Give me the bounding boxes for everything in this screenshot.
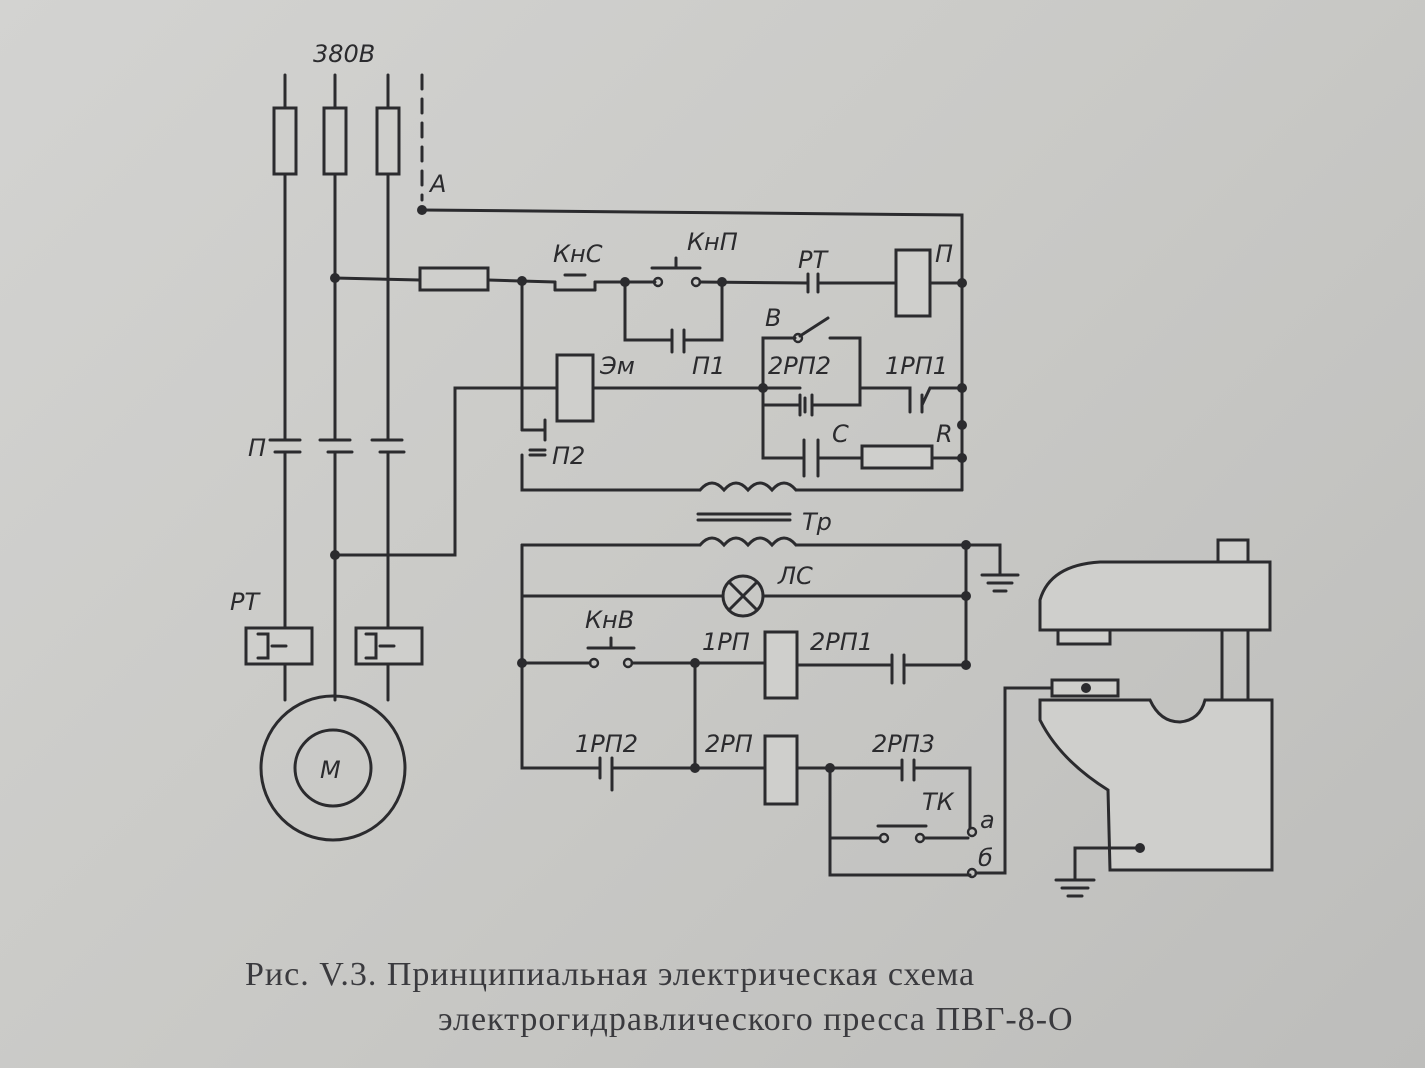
thermal-relays bbox=[244, 626, 424, 702]
label-c: С bbox=[832, 420, 849, 448]
label-rt-top: РТ bbox=[798, 246, 829, 274]
label-ls: ЛС bbox=[777, 562, 813, 590]
label-r: R bbox=[936, 420, 953, 448]
label-motor: М bbox=[320, 756, 341, 784]
label-point-a: А bbox=[428, 170, 446, 198]
motor bbox=[259, 694, 407, 842]
label-v-switch: В bbox=[765, 304, 781, 332]
label-kns: КнС bbox=[553, 240, 603, 268]
label-knp: КнП bbox=[687, 228, 738, 256]
resistor-r bbox=[860, 444, 934, 470]
label-p2: П2 bbox=[552, 442, 585, 470]
control-fuse bbox=[418, 266, 490, 292]
control-feed bbox=[330, 248, 967, 354]
secondary-circuit bbox=[517, 540, 1062, 879]
label-2rp3: 2РП3 bbox=[872, 730, 935, 758]
label-1rp2: 1РП2 bbox=[575, 730, 638, 758]
supply-lines bbox=[283, 73, 424, 442]
label-term-a: а bbox=[980, 806, 995, 834]
p2-and-primary bbox=[520, 418, 964, 548]
label-term-b: б bbox=[978, 844, 993, 872]
fuses bbox=[272, 106, 401, 176]
label-em: Эм bbox=[599, 352, 635, 380]
relay-1rp-coil bbox=[763, 630, 799, 700]
relay-2rp-coil bbox=[763, 734, 799, 806]
label-2rp: 2РП bbox=[705, 730, 753, 758]
label-1rp1: 1РП1 bbox=[885, 352, 948, 380]
label-1rp: 1РП bbox=[702, 628, 750, 656]
caption-line-2: электрогидравлического пресса ПВГ-8-О bbox=[438, 1001, 1074, 1038]
label-tr: Тр bbox=[802, 508, 832, 536]
label-p1: П1 bbox=[692, 352, 725, 380]
caption-line-1: Рис. V.3. Принципиальная электрическая с… bbox=[245, 956, 975, 993]
label-p-contacts: П bbox=[248, 434, 266, 462]
label-2rp2: 2РП2 bbox=[768, 352, 831, 380]
em-coil bbox=[555, 353, 595, 423]
label-tk: ТК bbox=[922, 788, 955, 816]
motor-contacts bbox=[268, 438, 406, 702]
top-bus bbox=[420, 208, 964, 492]
label-rt-left: РТ bbox=[230, 588, 261, 616]
press-drawing bbox=[1038, 538, 1274, 898]
em-row bbox=[333, 316, 967, 557]
label-supply: 380В bbox=[313, 40, 375, 68]
label-p-coil: П bbox=[935, 240, 953, 268]
figure-caption: Рис. V.3. Принципиальная электрическая с… bbox=[245, 956, 1074, 1038]
label-knv: КнВ bbox=[585, 606, 634, 634]
label-2rp1: 2РП1 bbox=[810, 628, 873, 656]
component-labels: 380В А КнС КнП РТ П В П1 Эм 2РП2 1РП1 С … bbox=[230, 40, 995, 872]
relay-p-coil bbox=[894, 248, 932, 318]
